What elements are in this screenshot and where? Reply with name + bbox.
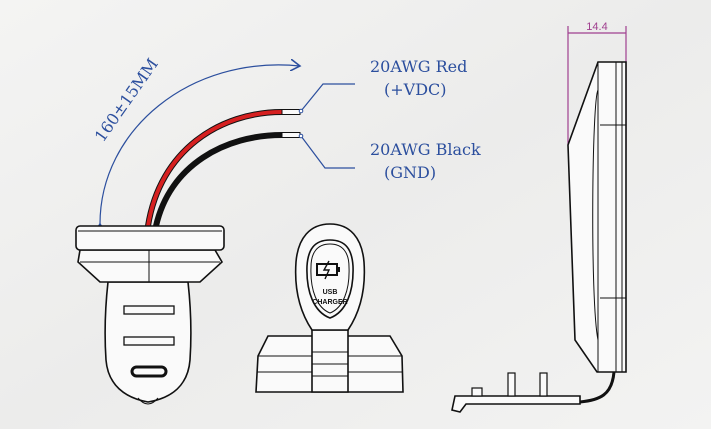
base-bevel (77, 249, 224, 283)
bracket-post (507, 372, 516, 397)
front-face-ring (306, 239, 354, 319)
red-wire-function: (+VDC) (384, 80, 447, 99)
mount-slot (123, 305, 175, 315)
black-wire (153, 132, 283, 227)
mount-bracket (451, 395, 581, 413)
profile-edges (597, 62, 623, 372)
battery-charging-icon (316, 260, 340, 280)
wires: 20AWG Red (+VDC) 20AWG Black (GND) (145, 57, 481, 227)
rear-view-device (75, 225, 225, 405)
flange-plate (75, 225, 225, 251)
usb-c-port-icon (130, 365, 168, 378)
black-wire-stripped-end (281, 132, 301, 138)
side-view-device: 14.4 (451, 21, 627, 413)
leader-dot (298, 108, 304, 114)
side-profile (567, 61, 627, 373)
front-face-inner (310, 243, 350, 314)
mount-slot (123, 336, 175, 346)
front-head (294, 223, 366, 331)
length-arc-arrow (100, 65, 300, 224)
bracket-post (539, 372, 548, 397)
front-view-device: USB CHARGER (255, 223, 404, 393)
side-cable (579, 371, 616, 404)
red-wire-stripped-end (281, 109, 301, 115)
leader-dot (298, 133, 304, 139)
red-leader-line (300, 83, 355, 112)
red-wire-label: 20AWG Red (370, 57, 467, 76)
front-stem (311, 329, 349, 393)
black-leader-line (300, 135, 355, 169)
charger-label: CHARGER (312, 299, 347, 306)
profile-seams (600, 124, 626, 299)
grip-ridges (137, 397, 159, 405)
black-wire-function: (GND) (384, 163, 436, 182)
profile-curve (592, 89, 599, 341)
red-wire (146, 110, 283, 227)
thickness-label: 14.4 (586, 21, 607, 33)
usb-label: USB (323, 289, 338, 296)
bracket-clip (471, 387, 483, 397)
black-wire-label: 20AWG Black (370, 140, 481, 159)
